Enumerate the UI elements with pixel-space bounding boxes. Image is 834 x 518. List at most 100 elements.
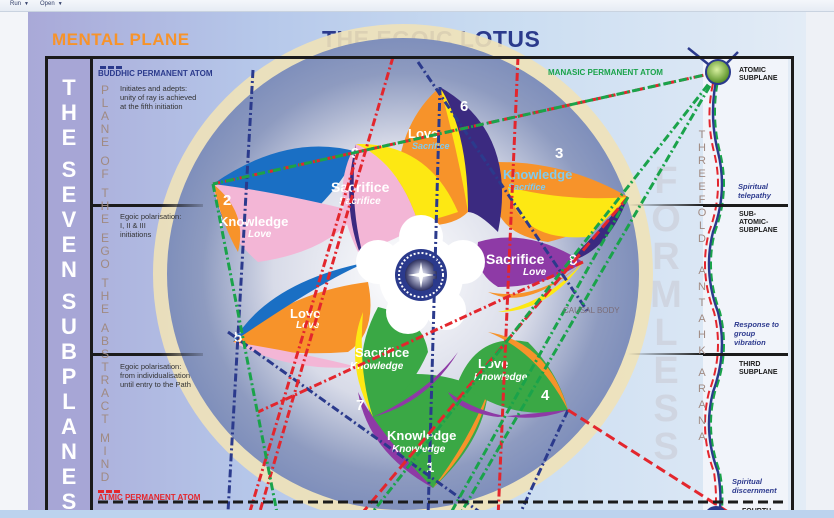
vertical-letter: S	[61, 289, 77, 314]
description-subatomic: Egoic polarisation: I, II & III initiati…	[120, 212, 182, 239]
vertical-letter: A	[61, 414, 77, 439]
vertical-letter: E	[100, 231, 109, 245]
petal-9-primary: Sacrifice	[331, 179, 390, 195]
vertical-letter: D	[100, 470, 110, 484]
open-menu-button[interactable]: Open ▼	[40, 1, 63, 7]
poster-frame	[45, 56, 794, 518]
vertical-letter: O	[100, 257, 110, 271]
vertical-letter: A	[100, 109, 109, 123]
toolbar: Run ▼ Open ▼	[0, 0, 834, 12]
vertical-letter: B	[61, 339, 77, 364]
vertical-letter: E	[61, 232, 77, 257]
vertical-letter: A	[698, 399, 706, 411]
vertical-letter: H	[698, 142, 706, 154]
vertical-letter: T	[101, 412, 109, 426]
subplane-quality-atomic: Spiritual telepathy	[738, 182, 771, 200]
vertical-letter: O	[100, 154, 110, 168]
subplane-divider	[93, 353, 203, 356]
vertical-letter: A	[100, 321, 109, 335]
vertical-letter: H	[100, 289, 110, 303]
vertical-letter: P	[100, 83, 109, 97]
petal-2-secondary: Love	[248, 229, 272, 240]
energy-lines	[211, 47, 739, 518]
manasic-lines	[211, 70, 720, 518]
formless-letter: O	[651, 198, 681, 240]
vertical-letter: N	[61, 439, 77, 464]
manasic-atom-label: MANASIC PERMANENT ATOM	[548, 68, 663, 77]
vertical-letter: I	[103, 444, 107, 458]
petal-8-secondary: Love	[523, 267, 547, 278]
vertical-letter: H	[698, 329, 706, 341]
chevron-down-icon: ▼	[57, 1, 63, 7]
seven-subplanes-column: T H E S E V E N S U B P L A N E S O	[48, 59, 93, 518]
formless-letter: L	[654, 312, 678, 354]
causal-body-label: CAUSAL BODY	[563, 306, 620, 315]
petal-7-primary: Sacrifice	[355, 345, 409, 360]
vertical-letter: F	[698, 194, 706, 206]
vertical-letter: T	[101, 276, 109, 290]
vertical-letter: V	[61, 207, 77, 232]
petal-7-secondary: Knowledge	[350, 361, 404, 372]
petal-3-secondary: Sacrifice	[508, 182, 546, 192]
vertical-letter: L	[62, 389, 76, 414]
vertical-letter: P	[61, 364, 77, 389]
vertical-letter: L	[101, 96, 109, 110]
vertical-letter: L	[698, 220, 706, 232]
petal-3-number: 3	[555, 145, 563, 162]
buddhic-atom-label: BUDDHIC PERMANENT ATOM	[98, 69, 213, 78]
description-third: Egoic polarisation: from individualisati…	[120, 362, 191, 389]
egoic-lotus-poster: MENTAL PLANE THE EGOIC LOTUS F O R M L E…	[28, 12, 806, 518]
vertical-letter: E	[100, 302, 109, 316]
vertical-letter: B	[100, 334, 109, 348]
subplane-divider	[628, 353, 703, 355]
vertical-letter: G	[100, 244, 110, 258]
vertical-letter: N	[100, 122, 110, 136]
vertical-letter: A	[100, 386, 109, 400]
vertical-letter: U	[61, 314, 77, 339]
vertical-letter: A	[698, 313, 706, 325]
vertical-letter: S	[61, 489, 77, 514]
vertical-letter: H	[61, 100, 77, 125]
vertical-letter: A	[698, 265, 706, 277]
jewel-in-the-lotus-icon	[395, 249, 447, 301]
knowledge-petals	[213, 146, 628, 488]
vertical-letter: E	[100, 212, 109, 226]
buddhic-lines	[226, 61, 590, 518]
subplane-divider	[703, 204, 788, 207]
vertical-letter: N	[100, 457, 110, 471]
petal-6-primary: Love	[408, 126, 438, 141]
lotus-diagram: 6 Love Sacrifice 3 Knowledge Sacrifice 9…	[98, 24, 788, 518]
subplane-divider	[703, 353, 788, 356]
subplane-name-third: THIRD SUBPLANE	[739, 361, 778, 376]
atmic-atom-label: ATMIC PERMANENT ATOM	[98, 493, 201, 502]
petal-2-primary: Knowledge	[219, 214, 288, 229]
chevron-down-icon: ▼	[24, 1, 29, 7]
formless-letter: E	[653, 350, 679, 392]
formless-letter: S	[653, 388, 679, 430]
vertical-letter: T	[62, 75, 76, 100]
vertical-letter: H	[100, 199, 110, 213]
vertical-letter: C	[100, 399, 110, 413]
subplane-name-atomic: ATOMIC SUBPLANE	[739, 67, 778, 82]
petal-6-secondary: Sacrifice	[412, 141, 450, 151]
subplane-name-subatomic: SUB- ATOMIC- SUBPLANE	[739, 211, 778, 234]
vertical-letter: E	[698, 168, 706, 180]
viewer-right-margin	[806, 12, 834, 518]
petal-9-secondary: Sacrifice	[339, 196, 381, 207]
vertical-letter: E	[100, 135, 109, 149]
vertical-letter: K	[698, 345, 706, 357]
vertical-letter: E	[61, 125, 77, 150]
vertical-letter: T	[101, 360, 109, 374]
vertical-letter: O	[697, 207, 707, 219]
petal-3-primary: Knowledge	[503, 167, 572, 182]
vertical-letter: A	[698, 431, 706, 443]
petal-1-primary: Knowledge	[387, 428, 456, 443]
vertical-letter: E	[61, 182, 77, 207]
run-menu-button[interactable]: Run ▼	[10, 1, 29, 7]
sacrifice-petals	[342, 143, 583, 417]
vertical-letter: A	[698, 367, 706, 379]
formless-letter: R	[652, 236, 680, 278]
vertical-letter: R	[100, 373, 110, 387]
vertical-letter: F	[101, 167, 109, 181]
vertical-letter: N	[698, 415, 706, 427]
